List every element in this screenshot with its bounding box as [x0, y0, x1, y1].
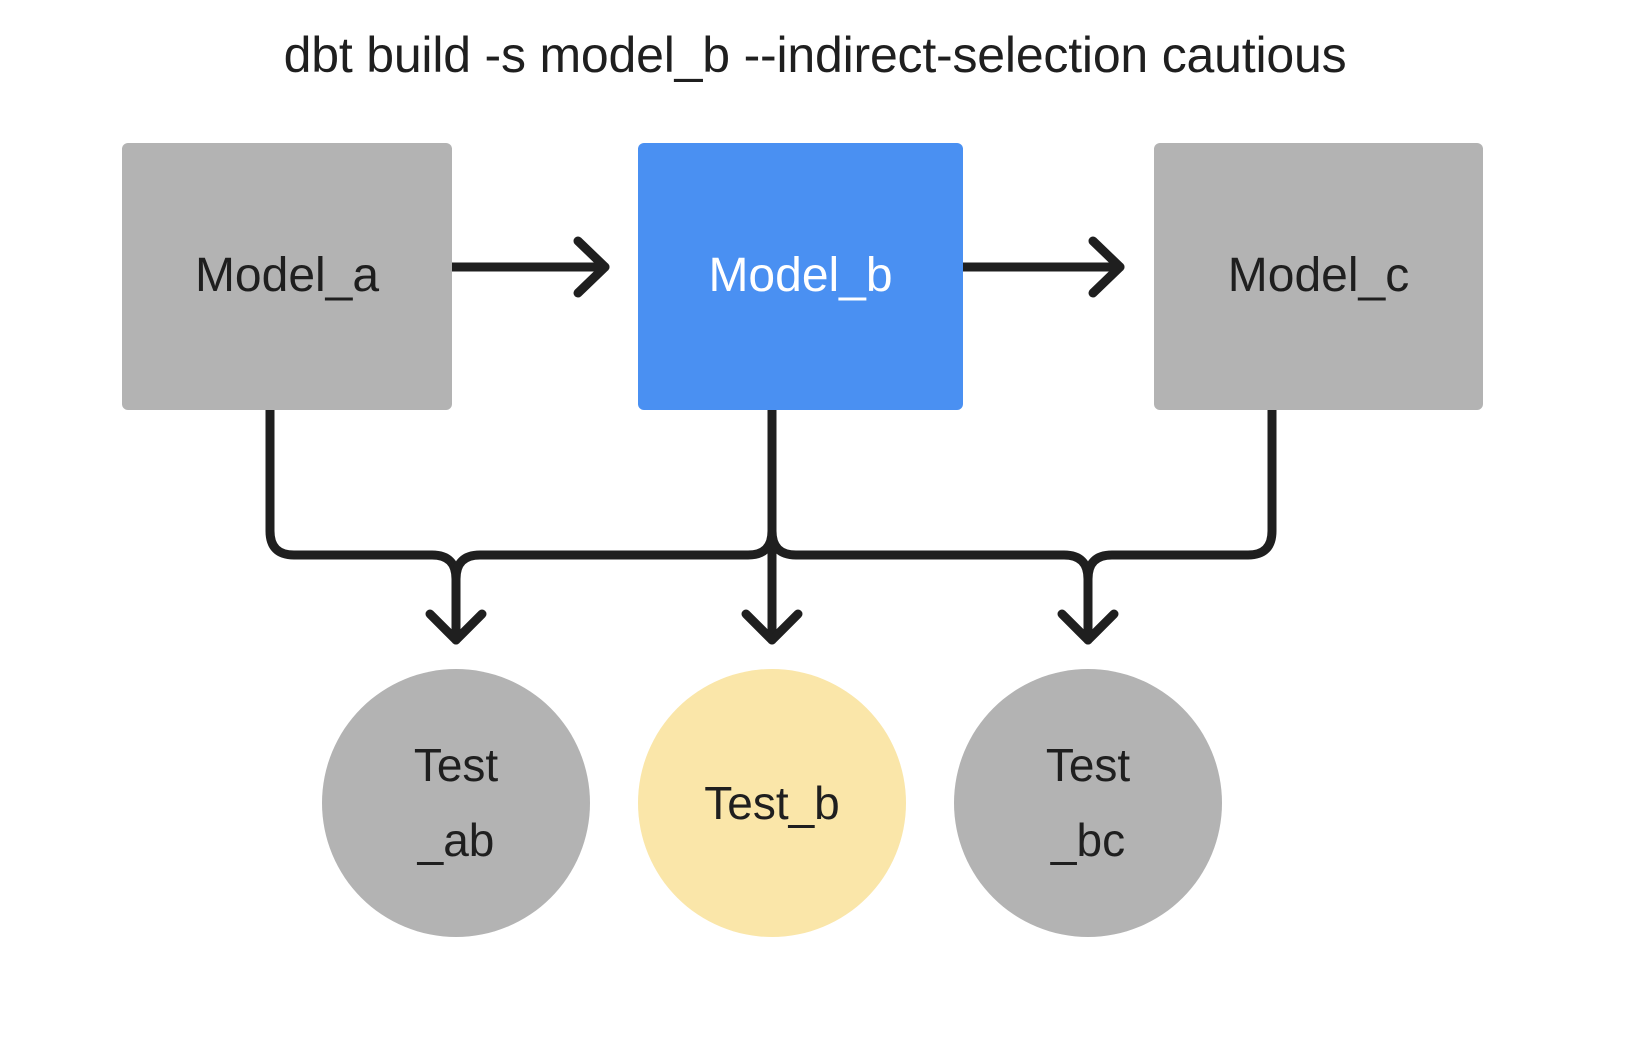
- edge-model-b-to-test-bc: [767, 405, 1119, 645]
- edge-model-c-to-test-bc: [1083, 405, 1277, 645]
- node-test-ab-label: Test _ab: [413, 739, 499, 866]
- edge-model-a-to-test-ab: [265, 405, 487, 645]
- node-test-b-label: Test_b: [704, 776, 840, 829]
- node-test-ab[interactable]: Test _ab: [322, 669, 590, 937]
- node-test-b[interactable]: Test_b: [638, 669, 906, 937]
- edge-model-a-to-model-b: [447, 236, 610, 298]
- node-model-a-label: Model_a: [194, 249, 380, 303]
- edge-model-b-to-model-c: [958, 236, 1125, 298]
- page-title: dbt build -s model_b --indirect-selectio…: [283, 27, 1347, 83]
- node-model-c[interactable]: Model_c: [1154, 143, 1483, 410]
- node-test-bc[interactable]: Test _bc: [954, 669, 1222, 937]
- node-model-b-label: Model_b: [708, 249, 893, 303]
- node-model-a[interactable]: Model_a: [122, 143, 452, 410]
- edge-model-b-to-test-b: [741, 405, 803, 645]
- node-model-b[interactable]: Model_b: [638, 143, 963, 410]
- node-model-c-label: Model_c: [1227, 249, 1410, 303]
- node-test-bc-label: Test _bc: [1045, 739, 1131, 866]
- edge-model-b-to-test-ab: [451, 405, 777, 645]
